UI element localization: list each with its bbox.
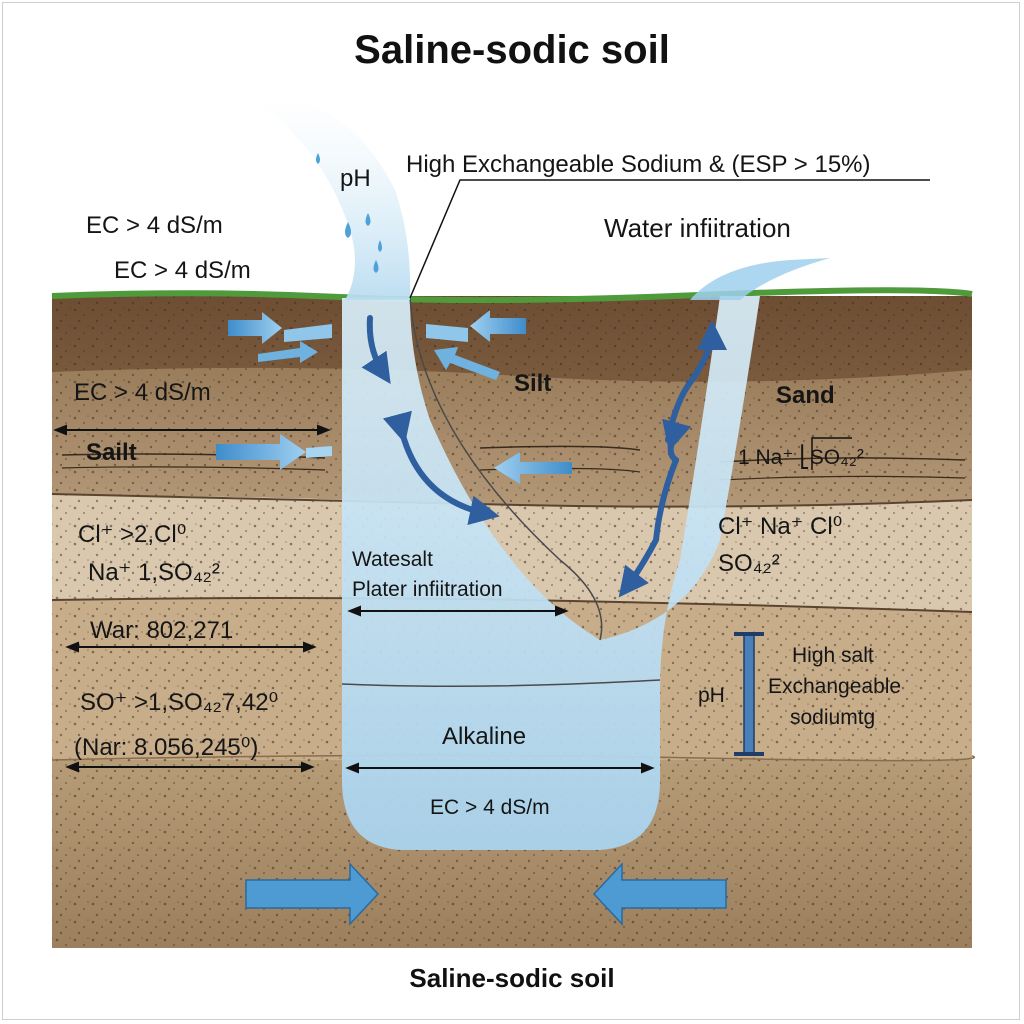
label-cl-left: Cl⁺ >2,Cl⁰ [78,521,187,548]
label-na-so4-right: 1 Na⁺ ⎣SO₄₂² [738,446,864,469]
label-nar: (Nar: 8.056,245⁰) [74,734,259,761]
label-water-infiltration: Water infiitration [604,213,791,243]
label-ec-left: EC > 4 dS/m [74,379,211,406]
grass-surface [51,287,973,304]
incoming-water-stream [248,98,411,300]
label-na-left: Na⁺ 1,SO₄₂² [88,559,220,586]
label-watesalt: Watesalt [352,548,433,571]
label-ph-right: pH [698,684,725,707]
circulation-arrow-icon [361,315,727,598]
diagram-caption: Saline-sodic soil [409,963,615,993]
label-ph-top: pH [340,165,371,192]
label-esp: High Exchangeable Sodium & (ESP > 15%) [406,151,871,178]
label-plater-infiltration: Plater infiitration [352,578,503,601]
scale-bar-icon [734,632,764,756]
label-cl-na-right: Cl⁺ Na⁺ Cl⁰ [718,513,843,540]
label-sand: Sand [776,382,835,409]
label-exchangeable: Exchangeable [768,675,902,698]
label-silt: Silt [514,370,552,397]
label-ec-top-1: EC > 4 dS/m [86,212,223,239]
label-war: War: 802,271 [90,617,234,644]
label-so-left: SO⁺ >1,SO₄₂7,42⁰ [80,689,279,716]
label-so4-right: SO₄₂² [718,550,780,577]
water-drop-icon [316,153,382,273]
label-ec-top-2: EC > 4 dS/m [114,257,251,284]
label-sodium: sodiumtg [790,706,876,729]
bracket-mark [811,437,852,470]
water-column [342,296,760,850]
label-ec-bottom: EC > 4 dS/m [430,796,550,819]
double-arrow-icon [53,424,655,774]
flow-arrow-icon [216,310,727,926]
label-alkaline: Alkaline [442,723,527,750]
label-high-salt: High salt [792,644,874,667]
label-sailt: Sailt [86,439,137,466]
diagram-title: Saline-sodic soil [354,28,670,72]
esp-leader-line [409,179,930,299]
rising-water-stream [690,258,830,300]
